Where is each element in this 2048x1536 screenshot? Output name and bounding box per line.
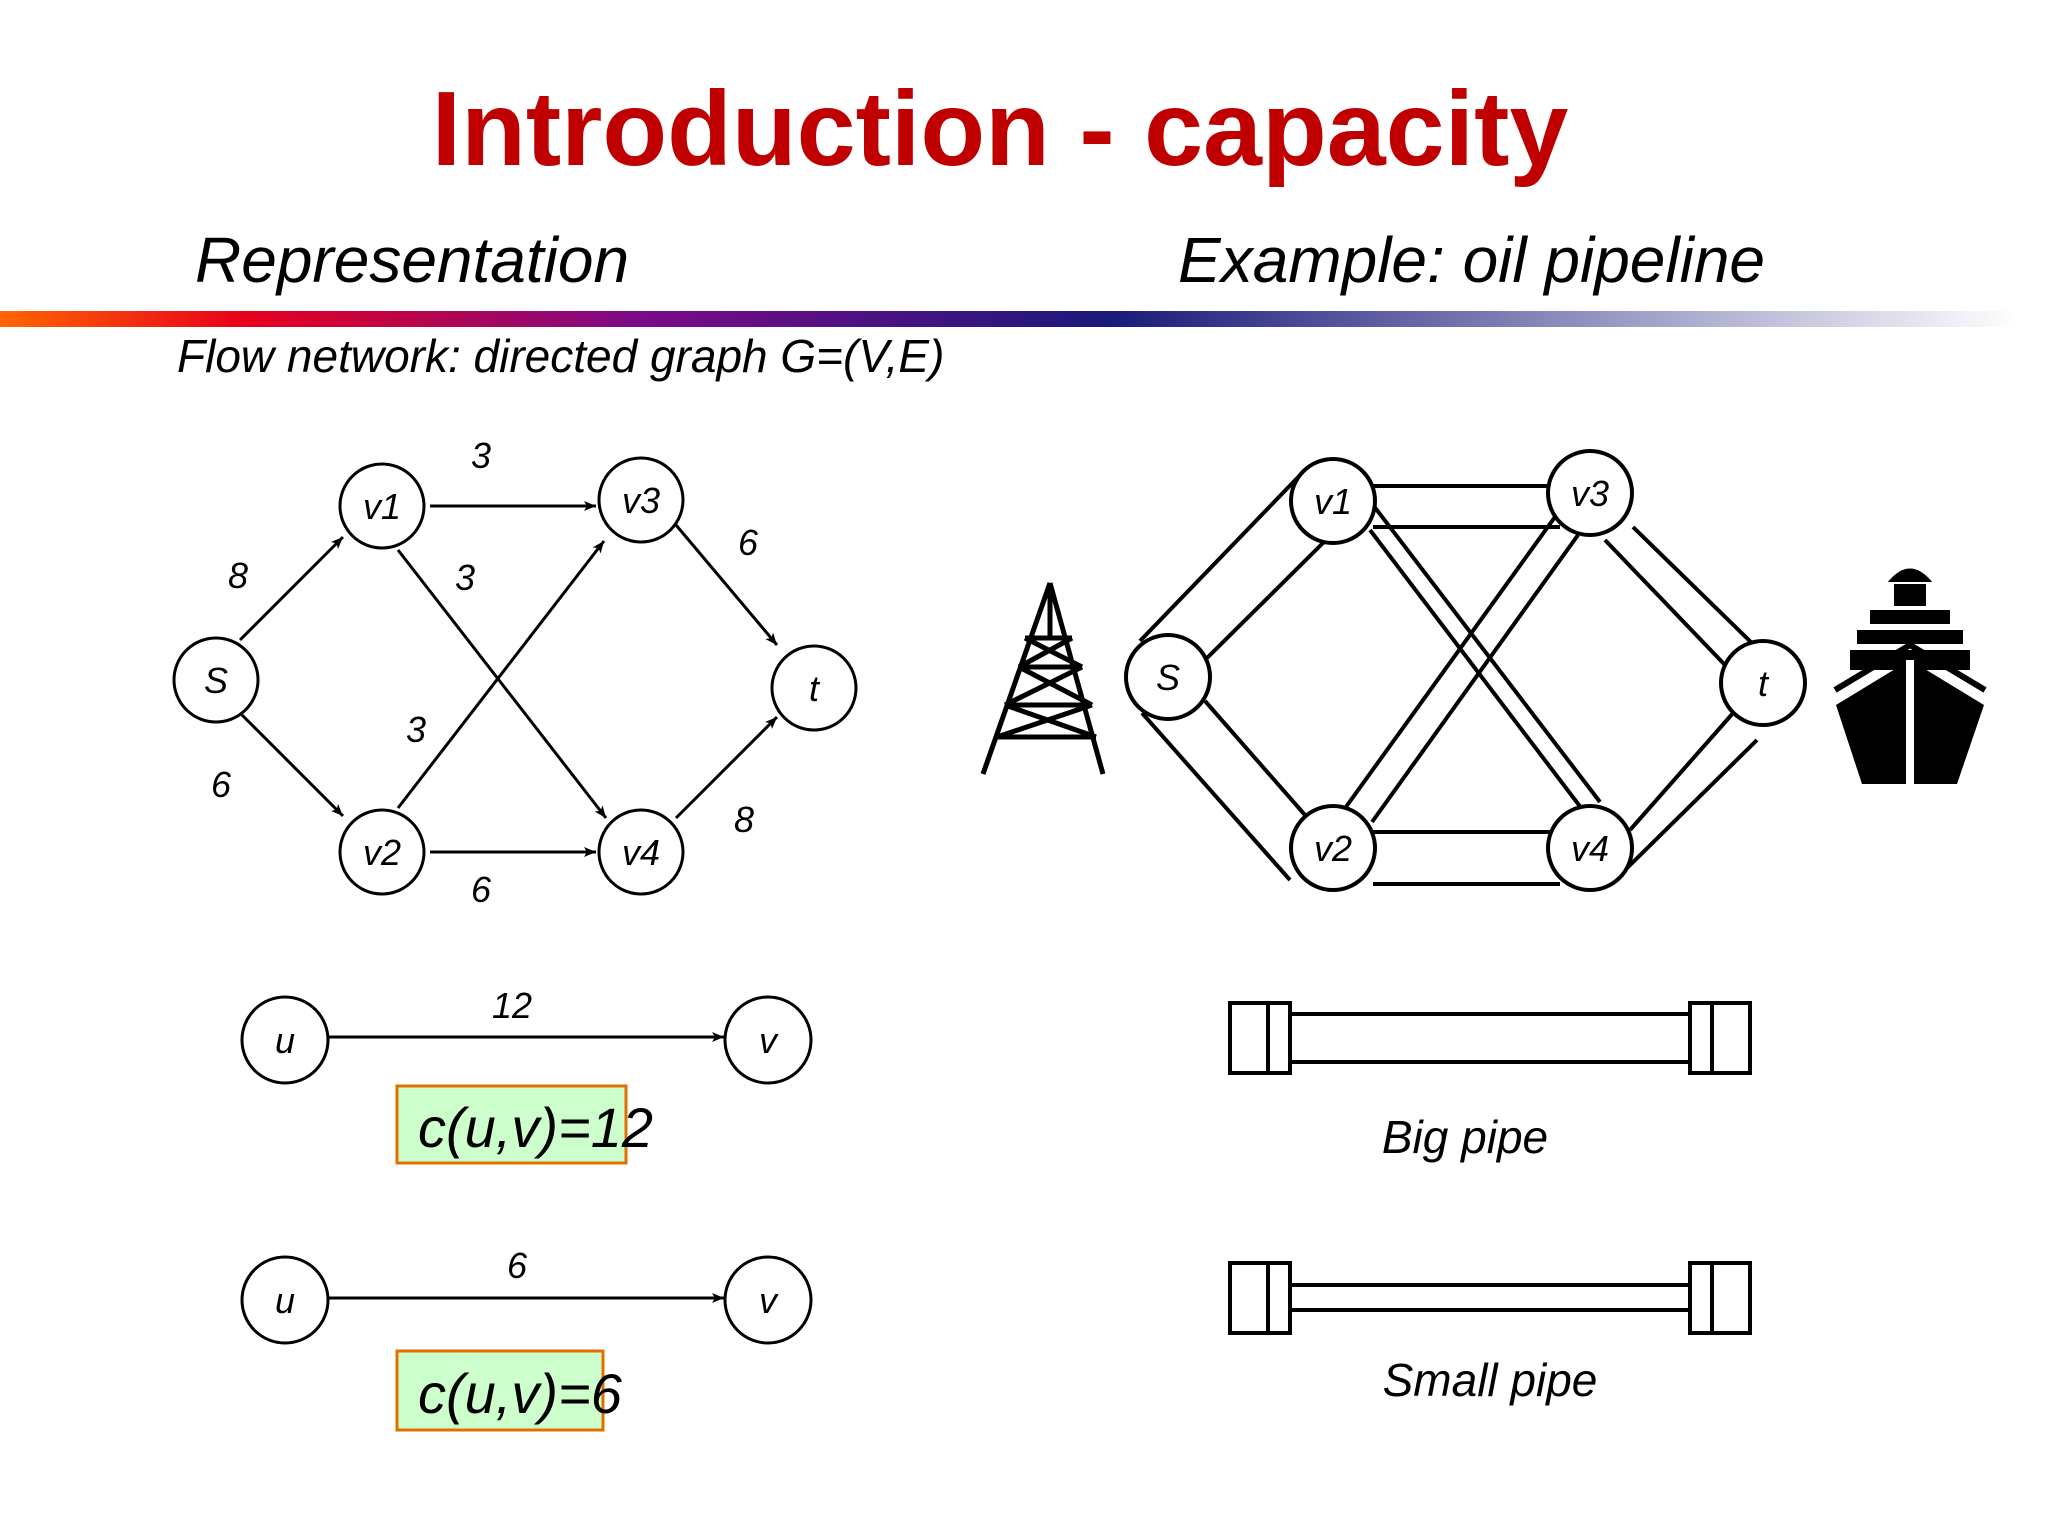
pipeline-network xyxy=(1124,449,1807,892)
example-small-label-v: v xyxy=(759,1280,779,1321)
ship-icon xyxy=(1833,568,1987,786)
node-label-t: t xyxy=(809,668,821,709)
edge-v2-v3 xyxy=(396,540,606,809)
pipeline-label-v4: v4 xyxy=(1571,828,1609,869)
formula-big: c(u,v)=12 xyxy=(418,1096,653,1159)
edge-s-v1 xyxy=(238,535,345,642)
pipeline-node-t xyxy=(1719,639,1807,727)
edge-s-v2 xyxy=(238,711,345,818)
capacity-label-v4-t: 8 xyxy=(734,799,754,840)
pipeline-label-s: S xyxy=(1156,657,1180,698)
edge-v4-t xyxy=(674,715,779,820)
oil-derrick-icon xyxy=(980,582,1106,775)
pipeline-node-v1 xyxy=(1289,457,1377,545)
node-label-v2: v2 xyxy=(363,832,401,873)
big-pipe-icon xyxy=(1228,1001,1752,1075)
flow-network-labels: S v1 v2 v3 v4 t 8 6 3 3 3 6 6 8 xyxy=(204,435,821,910)
formula-highlight-big xyxy=(395,1084,628,1165)
pipeline-node-v2 xyxy=(1289,804,1377,892)
pipeline-node-v4 xyxy=(1546,804,1634,892)
capacity-label-v3-t: 6 xyxy=(738,522,759,563)
pipeline-node-s xyxy=(1124,633,1212,721)
example-big-label-v: v xyxy=(759,1020,779,1061)
gradient-divider xyxy=(0,311,2020,327)
example-small-edge: u v 6 xyxy=(240,1245,813,1345)
pipeline-label-v1: v1 xyxy=(1314,481,1352,522)
formula-small: c(u,v)=6 xyxy=(418,1362,623,1425)
pipeline-label-v3: v3 xyxy=(1571,473,1609,514)
node-v4 xyxy=(597,808,685,896)
node-t xyxy=(770,644,858,732)
pipeline-node-v3 xyxy=(1546,449,1634,537)
example-small-node-u xyxy=(240,1255,330,1345)
edge-v3-t xyxy=(674,524,779,646)
small-pipe-icon xyxy=(1228,1261,1752,1335)
capacity-label-v1-v3: 3 xyxy=(471,435,491,476)
example-heading: Example: oil pipeline xyxy=(1178,224,1765,296)
node-label-v1: v1 xyxy=(363,486,401,527)
node-s xyxy=(172,636,260,724)
example-big-node-u xyxy=(240,995,330,1085)
example-big-capacity: 12 xyxy=(492,985,532,1026)
node-v2 xyxy=(338,808,426,896)
representation-heading: Representation xyxy=(195,224,629,296)
formula-highlight-small xyxy=(395,1349,605,1432)
example-small-node-v xyxy=(723,1255,813,1345)
example-small-label-u: u xyxy=(275,1280,295,1321)
pipeline-labels: S v1 v2 v3 v4 t xyxy=(1156,473,1770,869)
node-label-v4: v4 xyxy=(622,832,660,873)
example-small-capacity: 6 xyxy=(507,1245,528,1286)
big-pipe-label: Big pipe xyxy=(1382,1111,1548,1163)
node-label-s: S xyxy=(204,660,228,701)
pipeline-label-t: t xyxy=(1758,663,1770,704)
node-v3 xyxy=(597,456,685,544)
example-big-edge: u v 12 xyxy=(240,985,813,1085)
example-big-label-u: u xyxy=(275,1020,295,1061)
example-big-node-v xyxy=(723,995,813,1085)
small-pipe-label: Small pipe xyxy=(1383,1354,1598,1406)
capacity-label-v2-v3: 3 xyxy=(406,709,426,750)
node-v1 xyxy=(338,462,426,550)
capacity-label-s-v2: 6 xyxy=(211,764,232,805)
capacity-label-s-v1: 8 xyxy=(228,555,248,596)
capacity-label-v1-v4: 3 xyxy=(455,557,475,598)
slide-title: Introduction - capacity xyxy=(432,70,1569,188)
edge-v1-v4 xyxy=(396,549,608,819)
pipeline-label-v2: v2 xyxy=(1314,828,1352,869)
flow-network-graph xyxy=(172,456,858,896)
node-label-v3: v3 xyxy=(622,480,660,521)
capacity-label-v2-v4: 6 xyxy=(471,869,492,910)
flow-network-subtitle: Flow network: directed graph G=(V,E) xyxy=(177,330,944,382)
